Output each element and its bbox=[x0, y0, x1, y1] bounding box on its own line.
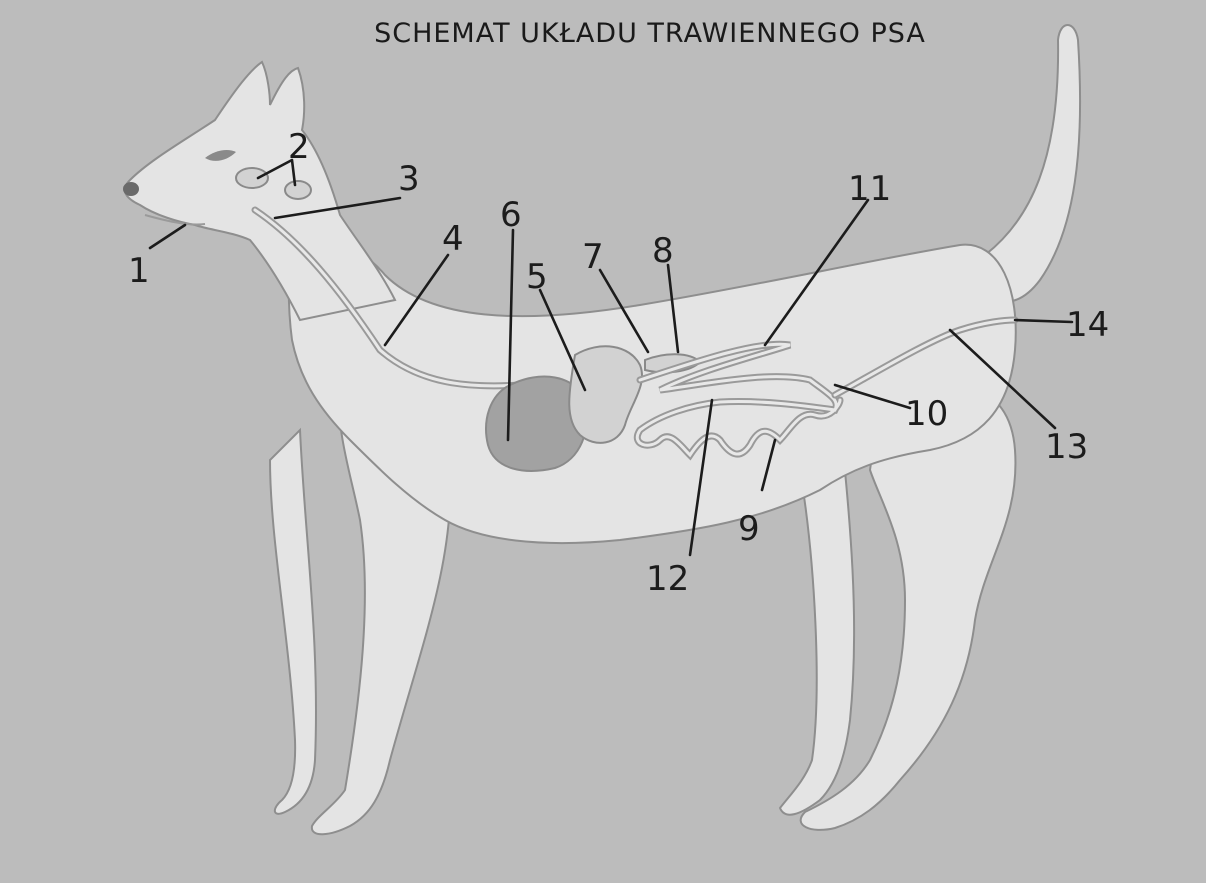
label-10: 10 bbox=[905, 394, 948, 434]
label-12: 12 bbox=[646, 559, 689, 599]
label-13: 13 bbox=[1045, 427, 1088, 467]
label-11: 11 bbox=[848, 169, 891, 209]
dog-nose bbox=[123, 182, 139, 196]
label-4: 4 bbox=[442, 219, 464, 259]
label-5: 5 bbox=[526, 257, 548, 297]
label-9: 9 bbox=[738, 509, 760, 549]
leader-line-14 bbox=[1015, 320, 1072, 322]
label-1: 1 bbox=[128, 251, 150, 291]
label-14: 14 bbox=[1066, 305, 1109, 345]
leader-line-1 bbox=[150, 225, 185, 248]
dog-front-leg-far bbox=[270, 430, 316, 814]
salivary-gland-mandibular bbox=[285, 181, 311, 199]
label-7: 7 bbox=[582, 237, 604, 277]
label-3: 3 bbox=[398, 159, 420, 199]
salivary-gland-parotid bbox=[236, 168, 268, 188]
label-2: 2 bbox=[288, 127, 310, 167]
label-6: 6 bbox=[500, 195, 522, 235]
label-8: 8 bbox=[652, 231, 674, 271]
dog-tail bbox=[985, 25, 1080, 302]
dog-head-neck bbox=[125, 62, 395, 320]
